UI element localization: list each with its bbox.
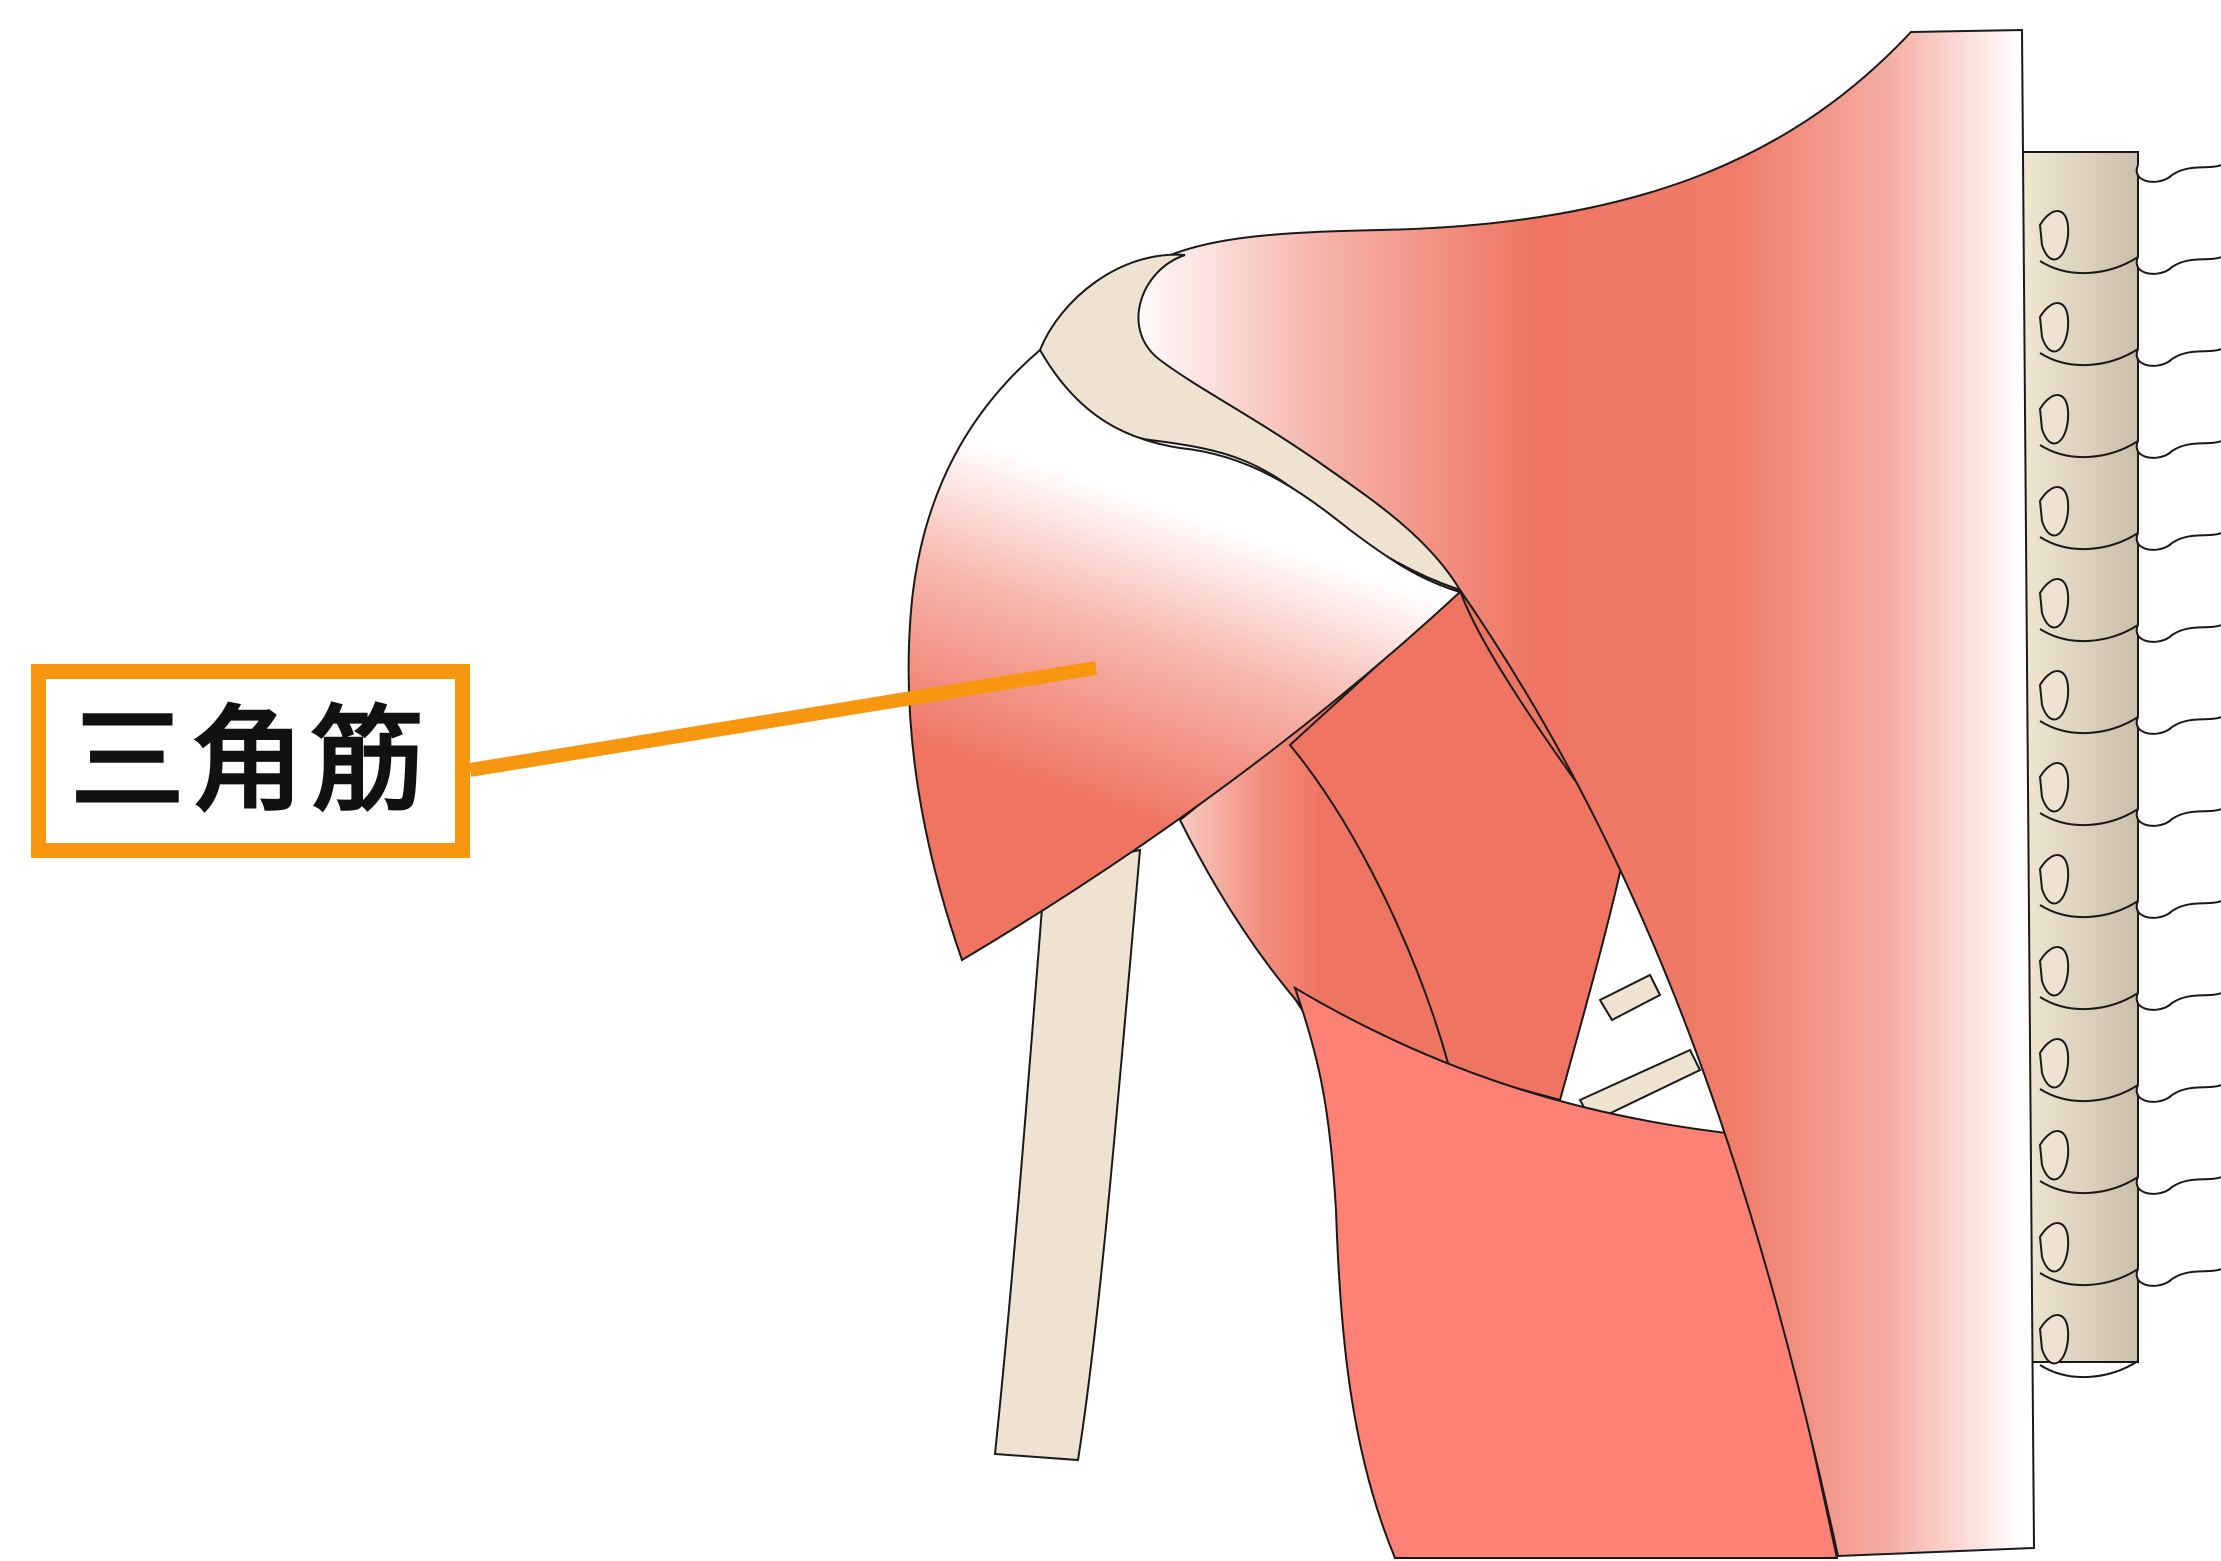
label-text-deltoid: 三角筋 xyxy=(70,704,430,818)
vertebra-notch xyxy=(2137,717,2221,734)
vertebra-notch xyxy=(2137,1177,2221,1194)
spine xyxy=(2010,152,2221,1377)
spinous-process xyxy=(2040,855,2068,903)
spinous-process xyxy=(2040,1223,2068,1271)
vertebra-notch xyxy=(2137,809,2221,826)
spinous-process xyxy=(2040,1039,2068,1087)
label-box-deltoid: 三角筋 xyxy=(31,664,470,858)
humerus-bone xyxy=(995,850,1140,1460)
spinous-process xyxy=(2040,947,2068,995)
spinous-process xyxy=(2040,303,2068,351)
spinous-process xyxy=(2040,579,2068,627)
vertebra-notch xyxy=(2137,901,2221,918)
spinous-process xyxy=(2040,763,2068,811)
vertebra-notch xyxy=(2137,625,2221,642)
spinous-process xyxy=(2040,487,2068,535)
vertebra-notch xyxy=(2137,349,2221,366)
spinous-process xyxy=(2040,395,2068,443)
vertebra-notch xyxy=(2137,165,2221,182)
spinous-process xyxy=(2040,1131,2068,1179)
spinous-process xyxy=(2040,211,2068,259)
vertebra-notch xyxy=(2137,441,2221,458)
vertebra-notch xyxy=(2137,993,2221,1010)
vertebra-notch xyxy=(2137,1269,2221,1286)
vertebra-notch xyxy=(2137,533,2221,550)
vertebra-notch xyxy=(2137,1085,2221,1102)
spinous-process xyxy=(2040,1315,2068,1363)
vertebra-notch xyxy=(2137,257,2221,274)
spinous-process xyxy=(2040,671,2068,719)
